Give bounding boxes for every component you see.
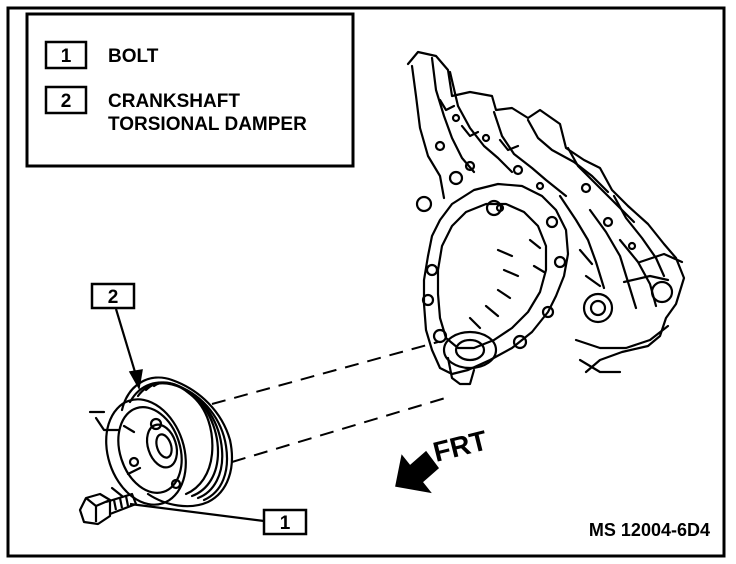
front-direction-label: FRT	[430, 425, 490, 468]
legend-label-line1: CRANKSHAFT	[108, 91, 240, 112]
callout-number-box	[90, 282, 136, 310]
figure-border	[6, 6, 726, 558]
callout-bolt: 1	[129, 502, 308, 536]
alignment-lines	[211, 341, 453, 463]
leader-line	[114, 308, 140, 383]
figure-code: MS 12004-6D4	[589, 520, 710, 540]
bolt-illustration	[78, 492, 138, 526]
legend-label: BOLT	[108, 46, 159, 67]
legend-box: 1 BOLT 2 CRANKSHAFT TORSIONAL DAMPER	[25, 12, 355, 168]
front-direction-indicator: FRT	[395, 425, 490, 494]
legend-number-box	[44, 40, 88, 70]
callout-number: 2	[108, 287, 119, 308]
legend-item-damper: 2 CRANKSHAFT TORSIONAL DAMPER	[44, 85, 307, 135]
leader-arrowhead	[128, 369, 143, 391]
callout-number-box	[262, 508, 308, 536]
leader-line	[129, 502, 265, 523]
legend-number: 1	[61, 46, 72, 67]
legend-item-bolt: 1 BOLT	[44, 40, 159, 70]
callout-damper: 2	[90, 282, 143, 391]
crankshaft-damper-illustration	[88, 376, 234, 508]
front-direction-arrow-icon	[395, 450, 440, 494]
legend-number: 2	[61, 91, 72, 112]
legend-number-box	[44, 85, 88, 115]
engine-front-cover-illustration	[406, 50, 686, 386]
legend-label-line2: TORSIONAL DAMPER	[108, 114, 307, 135]
callout-number: 1	[280, 513, 291, 534]
